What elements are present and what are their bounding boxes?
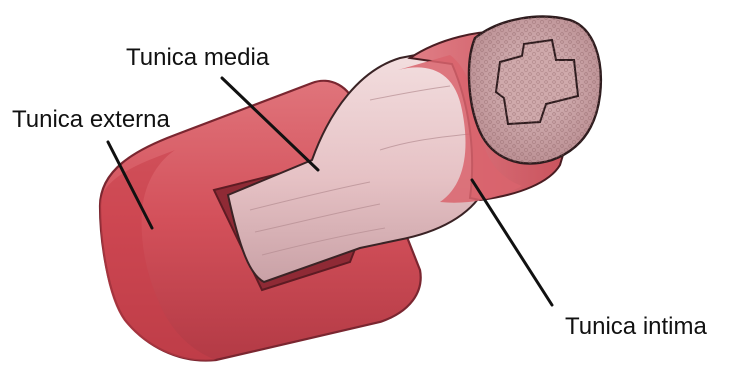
label-tunica-externa: Tunica externa	[12, 106, 170, 134]
leader-line-intima	[472, 180, 552, 305]
label-tunica-media: Tunica media	[126, 44, 269, 72]
label-tunica-intima: Tunica intima	[565, 313, 707, 341]
